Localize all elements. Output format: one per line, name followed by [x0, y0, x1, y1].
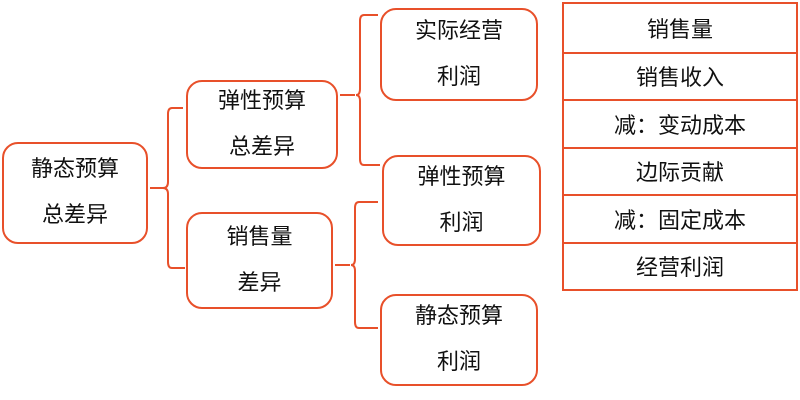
- sales-volume-variance-box: 销售量 差异: [186, 212, 333, 309]
- table-row: 减：固定成本: [564, 194, 796, 242]
- label: 差异: [237, 270, 282, 296]
- flexible-budget-profit-box: 弹性预算 利润: [382, 155, 541, 246]
- label: 静态预算: [414, 304, 503, 329]
- label: 利润: [436, 64, 481, 90]
- label: 弹性预算: [217, 88, 306, 114]
- label: 利润: [436, 350, 481, 375]
- label: 利润: [439, 210, 484, 236]
- volume-brace: [335, 201, 378, 329]
- static-budget-profit-box: 静态预算 利润: [380, 294, 538, 386]
- table-row: 销售量: [646, 17, 713, 43]
- root-brace: [150, 107, 185, 269]
- table-row: 经营利润: [564, 241, 796, 290]
- profit-calculation-table: 销售量 销售收入 减：变动成本 边际贡献 减：固定成本 经营利润: [562, 2, 798, 291]
- label: 销售量: [226, 224, 293, 250]
- static-budget-total-variance-box: 静态预算 总差异: [2, 142, 148, 244]
- label: 静态预算: [30, 157, 119, 182]
- label: 总差异: [228, 134, 295, 160]
- flexible-budget-total-variance-box: 弹性预算 总差异: [186, 80, 338, 169]
- table-row: 减：变动成本: [564, 99, 796, 147]
- table-row: 销售收入: [564, 51, 796, 100]
- table-row: 边际贡献: [564, 146, 796, 195]
- label: 总差异: [41, 203, 108, 228]
- label: 弹性预算: [417, 164, 506, 190]
- flex-brace: [340, 14, 380, 166]
- actual-operating-profit-box: 实际经营 利润: [380, 8, 538, 101]
- label: 实际经营: [414, 18, 503, 44]
